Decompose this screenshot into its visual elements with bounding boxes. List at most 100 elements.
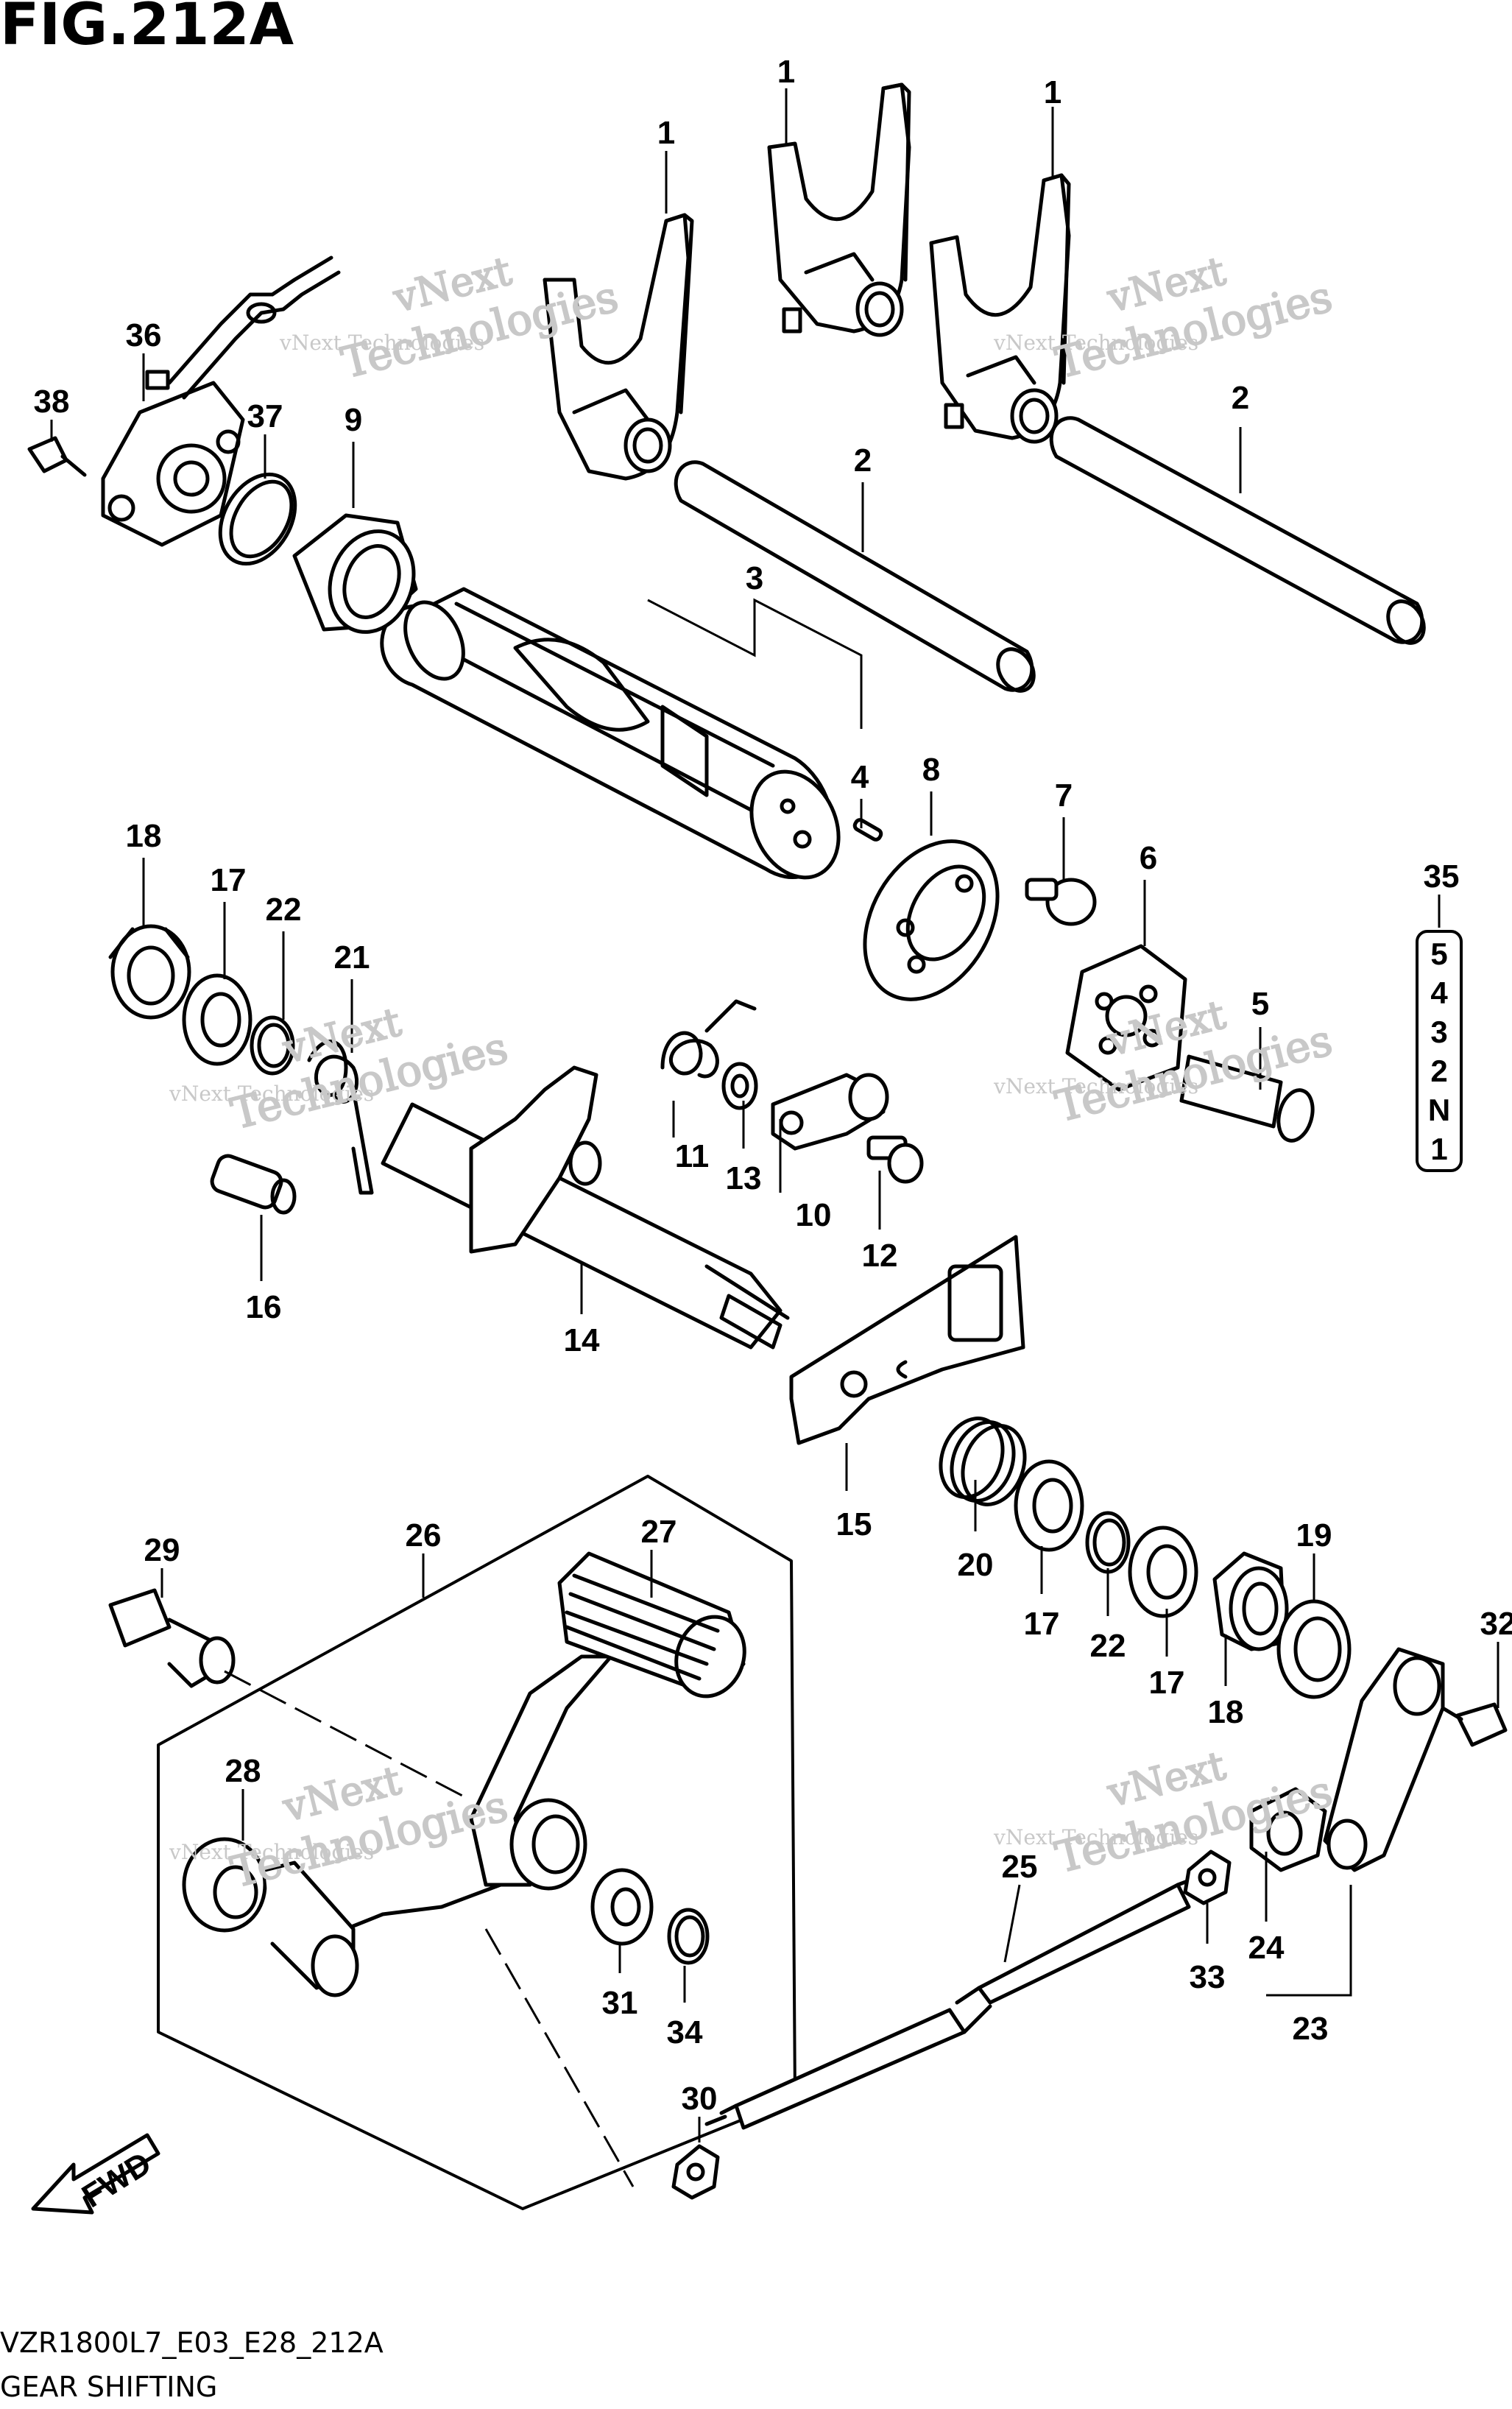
lever-pivot-28[interactable] xyxy=(182,1837,359,1997)
callout-c7: 7 xyxy=(1055,777,1073,814)
washer-31[interactable] xyxy=(590,1868,654,1946)
figure-code: VZR1800L7_E03_E28_212A xyxy=(0,2327,384,2359)
callout-c25: 25 xyxy=(1002,1849,1038,1885)
callout-c8: 8 xyxy=(922,752,940,788)
stopper-bolt[interactable] xyxy=(866,1135,924,1184)
gear-position-indicator xyxy=(1416,930,1463,1172)
fork-shaft-middle[interactable] xyxy=(674,460,1041,697)
callout-c31: 31 xyxy=(602,1985,638,2021)
callout-c14: 14 xyxy=(564,1322,600,1358)
shift-fork-left[interactable] xyxy=(543,213,694,481)
callout-c19: 19 xyxy=(1296,1517,1332,1553)
callout-c22a: 22 xyxy=(266,892,302,928)
shift-lever-rubber[interactable] xyxy=(557,1551,755,1706)
shift-fork-right[interactable] xyxy=(929,173,1071,444)
stopper-screw[interactable] xyxy=(1025,878,1097,926)
gearshift-arm-plate[interactable] xyxy=(789,1235,1025,1445)
nut-30[interactable] xyxy=(671,2144,720,2200)
figure-title: FIG.212A xyxy=(0,0,294,58)
callout-c28: 28 xyxy=(225,1753,261,1789)
callout-c36: 36 xyxy=(126,317,162,353)
leader-lines xyxy=(50,88,1499,2187)
callout-c2b: 2 xyxy=(1232,380,1249,416)
cam-stopper-spring[interactable] xyxy=(660,999,757,1079)
washer-17-lower-a[interactable] xyxy=(1014,1459,1084,1552)
gear-position-sensor[interactable] xyxy=(101,255,341,547)
cam-driven-gear[interactable] xyxy=(1065,944,1187,1092)
callout-c17a: 17 xyxy=(211,862,247,898)
fork-shaft-right[interactable] xyxy=(1049,416,1431,649)
callout-c27: 27 xyxy=(641,1514,677,1550)
callout-c9: 9 xyxy=(345,402,362,438)
sensor-bolt[interactable] xyxy=(27,436,87,477)
gearshift-shaft-spring[interactable] xyxy=(307,1040,374,1195)
callout-c34: 34 xyxy=(667,2014,703,2050)
cam-pin-bolt[interactable] xyxy=(1179,1054,1318,1145)
figure-subtitle: GEAR SHIFTING xyxy=(0,2371,217,2403)
callout-c2a: 2 xyxy=(854,442,872,479)
gearshift-shaft[interactable] xyxy=(381,1065,790,1350)
callout-c18b: 18 xyxy=(1208,1694,1244,1730)
callout-c16: 16 xyxy=(246,1289,282,1325)
gear-indicator-label: 4 xyxy=(1430,976,1448,1010)
lever-bolt-29[interactable] xyxy=(108,1588,236,1688)
callout-c32: 32 xyxy=(1480,1606,1512,1642)
circlip-22-upper[interactable] xyxy=(250,1015,295,1076)
bearing-18-upper[interactable] xyxy=(108,924,191,1020)
callout-c4: 4 xyxy=(851,759,869,795)
callout-c35: 35 xyxy=(1424,858,1460,895)
nut-33[interactable] xyxy=(1183,1849,1232,1905)
callout-c23: 23 xyxy=(1293,2011,1329,2047)
washer-17-upper[interactable] xyxy=(182,973,252,1066)
gear-shift-cam[interactable] xyxy=(380,587,855,892)
callout-c6: 6 xyxy=(1140,840,1157,876)
callout-c15: 15 xyxy=(836,1506,872,1542)
link-arm-bolt-32[interactable] xyxy=(1441,1702,1508,1747)
callout-c1a: 1 xyxy=(657,115,675,151)
callout-c1c: 1 xyxy=(1044,74,1061,110)
gear-indicator-label: 3 xyxy=(1430,1015,1447,1049)
callout-layer: 1112234567891011121314151617171718181920… xyxy=(34,54,1512,2117)
return-spring-stopper[interactable] xyxy=(209,1153,297,1215)
callout-c5: 5 xyxy=(1251,986,1269,1022)
gear-indicator-label: 5 xyxy=(1430,937,1447,971)
callout-c17c: 17 xyxy=(1149,1665,1185,1701)
oil-seal-19[interactable] xyxy=(1276,1599,1352,1699)
callout-c26: 26 xyxy=(406,1517,442,1553)
fwd-arrow xyxy=(31,2133,160,2215)
shift-fork-middle[interactable] xyxy=(767,82,911,337)
callout-c12: 12 xyxy=(862,1238,898,1274)
callout-c3: 3 xyxy=(746,560,763,596)
gear-indicator-label: 1 xyxy=(1430,1132,1447,1166)
sensor-o-ring[interactable] xyxy=(205,461,311,577)
callout-c30: 30 xyxy=(682,2081,718,2117)
gear-indicator-labels: 5 4 3 2N 1 xyxy=(1428,937,1450,1166)
cam-stopper-arm[interactable] xyxy=(771,1073,889,1151)
watermark-caption: vNext Technologies xyxy=(993,331,1198,355)
cam-bearing[interactable] xyxy=(838,817,1025,1023)
gearshift-link-rod[interactable] xyxy=(704,1872,1209,2130)
callout-c29: 29 xyxy=(144,1532,180,1568)
callout-c17b: 17 xyxy=(1024,1606,1060,1642)
callout-c38: 38 xyxy=(34,384,70,420)
callout-c20: 20 xyxy=(958,1547,994,1583)
callout-c11: 11 xyxy=(675,1138,710,1174)
washer-17-lower-b[interactable] xyxy=(1128,1526,1198,1618)
stopper-washer[interactable] xyxy=(721,1062,758,1110)
callout-c37: 37 xyxy=(247,398,283,434)
gear-indicator-label: N xyxy=(1428,1093,1450,1127)
clip-34[interactable] xyxy=(667,1908,710,1965)
gear-indicator-label: 2 xyxy=(1430,1054,1447,1088)
bearing-18-lower[interactable] xyxy=(1212,1551,1289,1651)
callout-c21: 21 xyxy=(334,939,370,976)
watermark-caption: vNext Technologies xyxy=(279,331,484,355)
callout-c22b: 22 xyxy=(1090,1628,1126,1664)
spring-20[interactable] xyxy=(930,1410,1036,1514)
watermark-caption: vNext Technologies xyxy=(169,1840,374,1864)
watermark-caption: vNext Technologies xyxy=(993,1825,1198,1849)
callout-c1b: 1 xyxy=(777,54,795,90)
cam-needle-bearing[interactable] xyxy=(292,513,428,644)
gearshift-link-arm[interactable] xyxy=(1249,1647,1445,1872)
gearshift-lever[interactable] xyxy=(344,1654,613,1931)
